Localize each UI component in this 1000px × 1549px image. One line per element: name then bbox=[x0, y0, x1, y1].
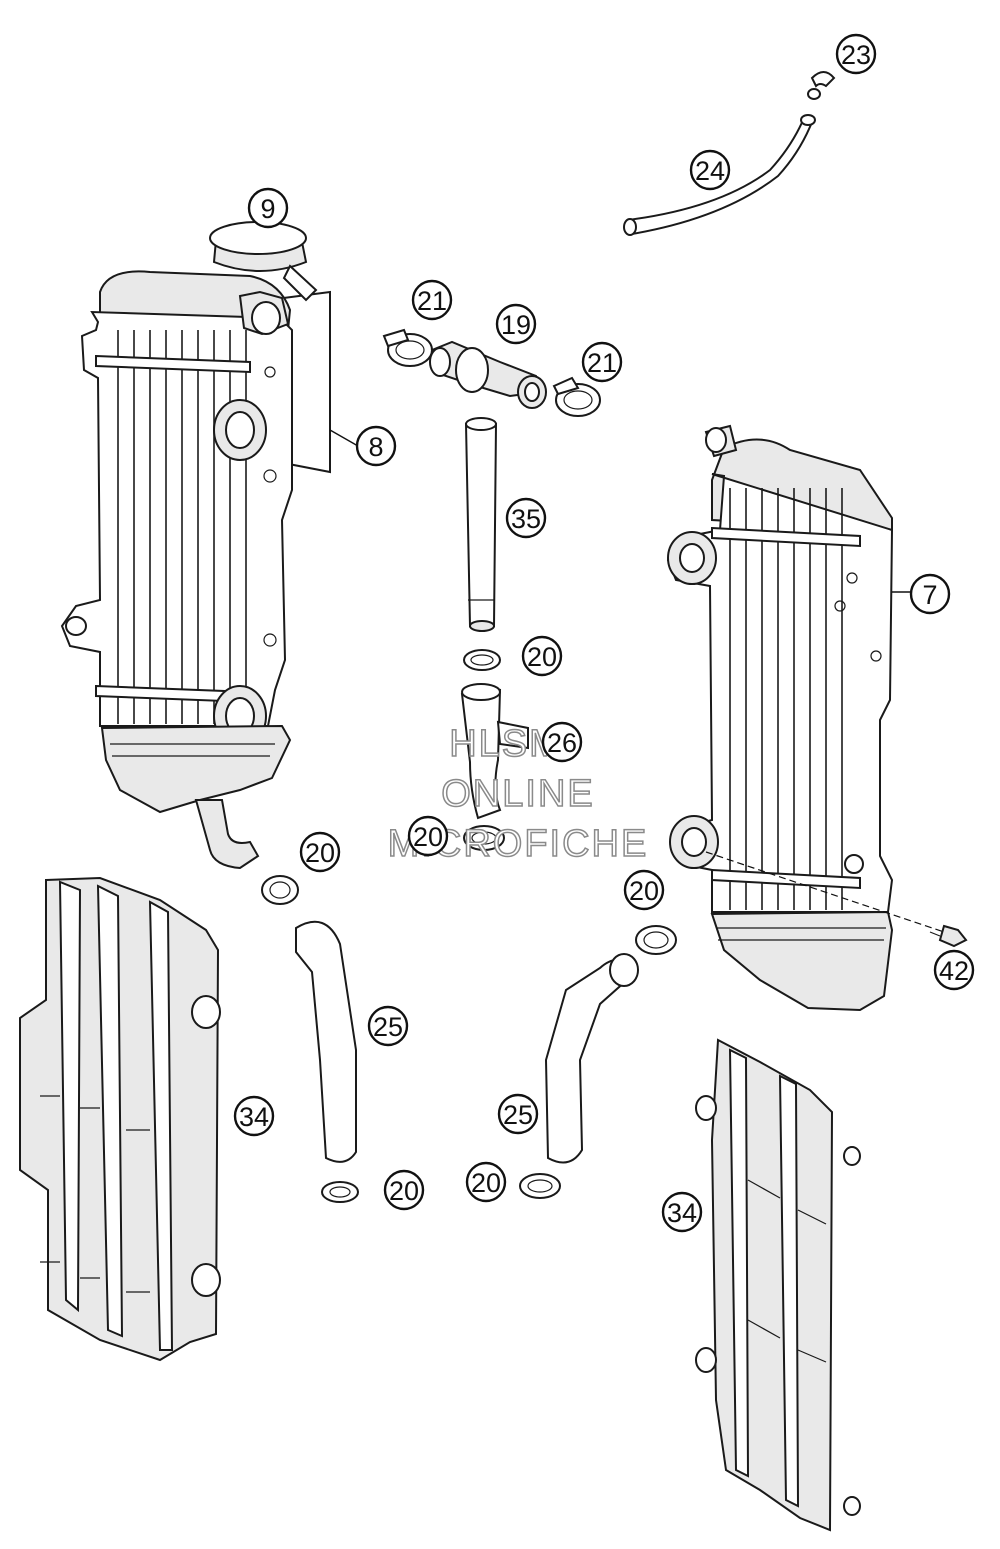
svg-text:7: 7 bbox=[922, 580, 937, 610]
vent-hose bbox=[623, 114, 816, 236]
svg-text:9: 9 bbox=[260, 194, 275, 224]
upper-clamp-right bbox=[552, 376, 601, 417]
upper-clamp-left bbox=[382, 328, 433, 367]
callout-35: 35 bbox=[505, 497, 547, 539]
svg-text:20: 20 bbox=[413, 822, 443, 852]
svg-text:25: 25 bbox=[373, 1012, 403, 1042]
svg-text:35: 35 bbox=[511, 504, 541, 534]
callout-20-center-upper: 20 bbox=[521, 635, 563, 677]
callout-20-left-lower: 20 bbox=[383, 1169, 425, 1211]
svg-text:34: 34 bbox=[667, 1198, 697, 1228]
svg-text:21: 21 bbox=[417, 286, 447, 316]
callout-34-right: 34 bbox=[661, 1191, 703, 1233]
callout-24: 24 bbox=[689, 149, 731, 191]
left-radiator bbox=[60, 270, 331, 870]
left-lower-clamp-bottom bbox=[321, 1181, 359, 1203]
callout-7: 7 bbox=[909, 573, 951, 615]
right-radiator-louver bbox=[695, 1038, 861, 1532]
svg-text:8: 8 bbox=[368, 432, 383, 462]
left-radiator-louver bbox=[19, 876, 221, 1362]
callout-8: 8 bbox=[355, 425, 397, 467]
svg-text:42: 42 bbox=[939, 956, 969, 986]
callout-26: 26 bbox=[541, 721, 583, 763]
svg-text:20: 20 bbox=[389, 1176, 419, 1206]
callout-21-right: 21 bbox=[581, 341, 623, 383]
svg-text:20: 20 bbox=[629, 876, 659, 906]
right-lower-hose bbox=[544, 953, 639, 1164]
callout-21-left: 21 bbox=[411, 279, 453, 321]
right-lower-clamp-bottom bbox=[519, 1173, 561, 1199]
svg-text:19: 19 bbox=[501, 310, 531, 340]
connecting-tube bbox=[464, 417, 498, 632]
callout-42: 42 bbox=[933, 949, 975, 991]
center-t-piece bbox=[460, 683, 529, 820]
mounting-bolt bbox=[929, 924, 968, 948]
right-lower-clamp-top bbox=[635, 925, 677, 955]
callout-20-center-lower: 20 bbox=[407, 815, 449, 857]
hose-clip bbox=[807, 71, 836, 100]
right-radiator bbox=[666, 424, 894, 1012]
callout-25-right: 25 bbox=[497, 1093, 539, 1135]
left-lower-clamp-top bbox=[261, 875, 299, 905]
svg-text:26: 26 bbox=[547, 728, 577, 758]
callout-25-left: 25 bbox=[367, 1005, 409, 1047]
center-clamp-upper bbox=[463, 649, 501, 671]
thermostat-housing bbox=[429, 340, 547, 409]
svg-text:20: 20 bbox=[527, 642, 557, 672]
left-lower-hose bbox=[295, 920, 357, 1163]
svg-text:34: 34 bbox=[239, 1102, 269, 1132]
callout-23: 23 bbox=[835, 33, 877, 75]
center-clamp-lower bbox=[463, 825, 505, 851]
svg-text:21: 21 bbox=[587, 348, 617, 378]
svg-text:23: 23 bbox=[841, 40, 871, 70]
callout-19: 19 bbox=[495, 303, 537, 345]
radiator-cap bbox=[209, 221, 318, 302]
svg-text:25: 25 bbox=[503, 1100, 533, 1130]
callout-34-left: 34 bbox=[233, 1095, 275, 1137]
svg-text:20: 20 bbox=[471, 1168, 501, 1198]
svg-text:20: 20 bbox=[305, 838, 335, 868]
callout-20-left-upper: 20 bbox=[299, 831, 341, 873]
watermark-line-2: ONLINE bbox=[441, 773, 594, 815]
callout-20-right-upper: 20 bbox=[623, 869, 665, 911]
svg-text:24: 24 bbox=[695, 156, 725, 186]
callout-20-right-lower: 20 bbox=[465, 1161, 507, 1203]
callout-9: 9 bbox=[247, 187, 289, 229]
